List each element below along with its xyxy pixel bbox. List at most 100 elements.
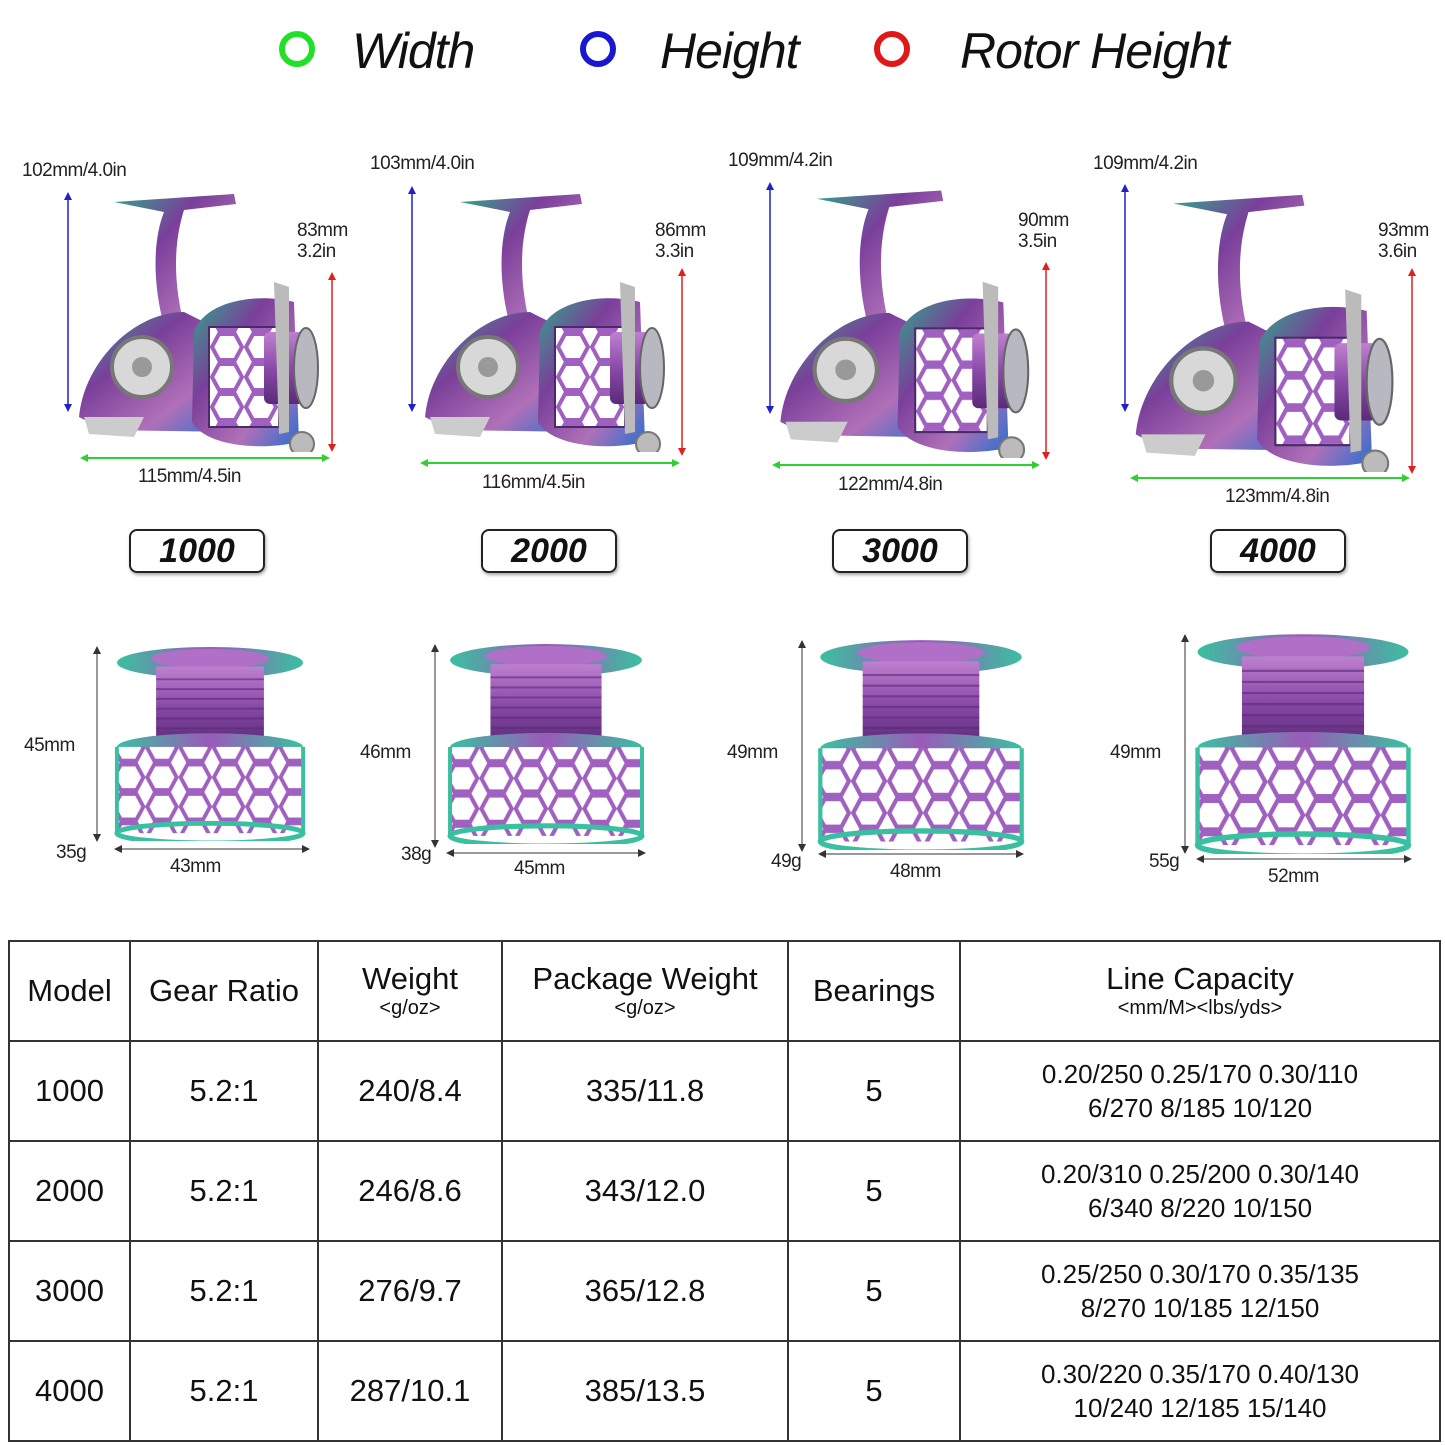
cell-weight: 276/9.7	[317, 1240, 503, 1342]
cell-model: 2000	[8, 1140, 131, 1242]
cell-bearings: 5	[787, 1040, 961, 1142]
spool-3000-image	[815, 638, 1027, 850]
cell-bearings: 5	[787, 1240, 961, 1342]
spool-3000-height-arrow	[798, 640, 806, 852]
cell-model: 1000	[8, 1040, 131, 1142]
reel-4000-image	[1130, 182, 1410, 472]
reel-1000-image	[77, 192, 320, 452]
header-model: Model	[8, 940, 131, 1042]
reel-1000-width-label: 115mm/4.5in	[138, 466, 241, 487]
spool-2000-height-label: 46mm	[360, 742, 411, 763]
model-badge-1000: 1000	[129, 529, 265, 573]
rotor-height-legend-circle-icon	[874, 31, 910, 67]
cell-package-weight: 343/12.0	[501, 1140, 789, 1242]
table-row: 1000 5.2:1 240/8.4 335/11.8 5 0.20/250 0…	[8, 1040, 1441, 1142]
header-bearings: Bearings	[787, 940, 961, 1042]
reel-1000-width-arrow	[80, 454, 330, 462]
header-package-weight: Package Weight<g/oz>	[501, 940, 789, 1042]
header-line-capacity-unit: <mm/M><lbs/yds>	[1117, 997, 1283, 1019]
spool-2000-image	[445, 642, 647, 844]
spool-2000-diameter-label: 45mm	[514, 858, 565, 879]
reel-2000-rotor-arrow	[678, 268, 686, 456]
spool-1000-height-arrow	[93, 646, 101, 842]
spool-2000-height-arrow	[431, 644, 439, 848]
reel-3000-image	[775, 178, 1045, 458]
model-badge-2000: 2000	[481, 529, 617, 573]
spool-4000-weight-label: 55g	[1149, 851, 1180, 872]
height-legend-label: Height	[660, 23, 800, 79]
reel-1000-height-label: 102mm/4.0in	[22, 160, 127, 181]
cell-bearings: 5	[787, 1340, 961, 1442]
reel-4000-rotor-arrow	[1408, 268, 1416, 474]
spool-4000-diameter-label: 52mm	[1268, 866, 1319, 887]
reel-2000-width-label: 116mm/4.5in	[482, 472, 585, 493]
reel-3000-width-label: 122mm/4.8in	[838, 474, 943, 495]
spool-4000-image	[1192, 632, 1414, 854]
reel-3000-rotor-arrow	[1042, 262, 1050, 460]
header-weight-unit: <g/oz>	[379, 997, 441, 1019]
height-legend-circle-icon	[580, 31, 616, 67]
spool-1000-height-label: 45mm	[24, 735, 75, 756]
header-weight: Weight<g/oz>	[317, 940, 503, 1042]
reel-3000-width-arrow	[772, 461, 1040, 469]
reel-1000-height-arrow	[64, 192, 72, 412]
header-line-capacity: Line Capacity<mm/M><lbs/yds>	[959, 940, 1441, 1042]
model-badge-3000: 3000	[832, 529, 968, 573]
spool-1000-diameter-arrow	[114, 845, 310, 853]
reel-3000-height-label: 109mm/4.2in	[728, 150, 833, 171]
cell-gear-ratio: 5.2:1	[129, 1040, 319, 1142]
reel-2000-width-arrow	[420, 459, 680, 467]
reel-4000-width-arrow	[1130, 474, 1410, 482]
spool-3000-diameter-arrow	[818, 850, 1024, 858]
cell-weight: 240/8.4	[317, 1040, 503, 1142]
table-row: 2000 5.2:1 246/8.6 343/12.0 5 0.20/310 0…	[8, 1140, 1441, 1242]
spool-1000-diameter-label: 43mm	[170, 856, 221, 877]
cell-gear-ratio: 5.2:1	[129, 1340, 319, 1442]
spec-table: Model Gear Ratio Weight<g/oz> Package We…	[8, 940, 1441, 1442]
width-legend-circle-icon	[279, 31, 315, 67]
spool-4000-height-label: 49mm	[1110, 742, 1161, 763]
cell-model: 4000	[8, 1340, 131, 1442]
cell-package-weight: 335/11.8	[501, 1040, 789, 1142]
table-row: 4000 5.2:1 287/10.1 385/13.5 5 0.30/220 …	[8, 1340, 1441, 1442]
reel-3000-height-arrow	[766, 182, 774, 414]
cell-gear-ratio: 5.2:1	[129, 1240, 319, 1342]
table-row: 3000 5.2:1 276/9.7 365/12.8 5 0.25/250 0…	[8, 1240, 1441, 1342]
model-badge-4000: 4000	[1210, 529, 1346, 573]
width-legend-label: Width	[352, 23, 475, 79]
spool-1000-weight-label: 35g	[56, 842, 87, 863]
spool-3000-height-label: 49mm	[727, 742, 778, 763]
spool-1000-image	[112, 645, 308, 841]
cell-weight: 246/8.6	[317, 1140, 503, 1242]
reel-2000-height-arrow	[408, 186, 416, 412]
spool-4000-diameter-arrow	[1196, 855, 1412, 863]
cell-gear-ratio: 5.2:1	[129, 1140, 319, 1242]
cell-package-weight: 385/13.5	[501, 1340, 789, 1442]
spool-3000-weight-label: 49g	[771, 851, 802, 872]
reel-2000-height-label: 103mm/4.0in	[370, 153, 475, 174]
cell-bearings: 5	[787, 1140, 961, 1242]
spool-4000-height-arrow	[1181, 634, 1189, 854]
cell-model: 3000	[8, 1240, 131, 1342]
cell-weight: 287/10.1	[317, 1340, 503, 1442]
reel-2000-image	[423, 192, 666, 452]
reel-1000-rotor-arrow	[328, 272, 336, 452]
rotor-height-legend-label: Rotor Height	[960, 23, 1230, 79]
table-header-row: Model Gear Ratio Weight<g/oz> Package We…	[8, 940, 1441, 1042]
spool-2000-diameter-arrow	[446, 849, 646, 857]
reel-4000-width-label: 123mm/4.8in	[1225, 486, 1330, 507]
spool-2000-weight-label: 38g	[401, 844, 432, 865]
header-gear-ratio: Gear Ratio	[129, 940, 319, 1042]
header-package-weight-unit: <g/oz>	[614, 997, 676, 1019]
reel-4000-height-label: 109mm/4.2in	[1093, 153, 1198, 174]
cell-package-weight: 365/12.8	[501, 1240, 789, 1342]
reel-4000-height-arrow	[1121, 184, 1129, 412]
